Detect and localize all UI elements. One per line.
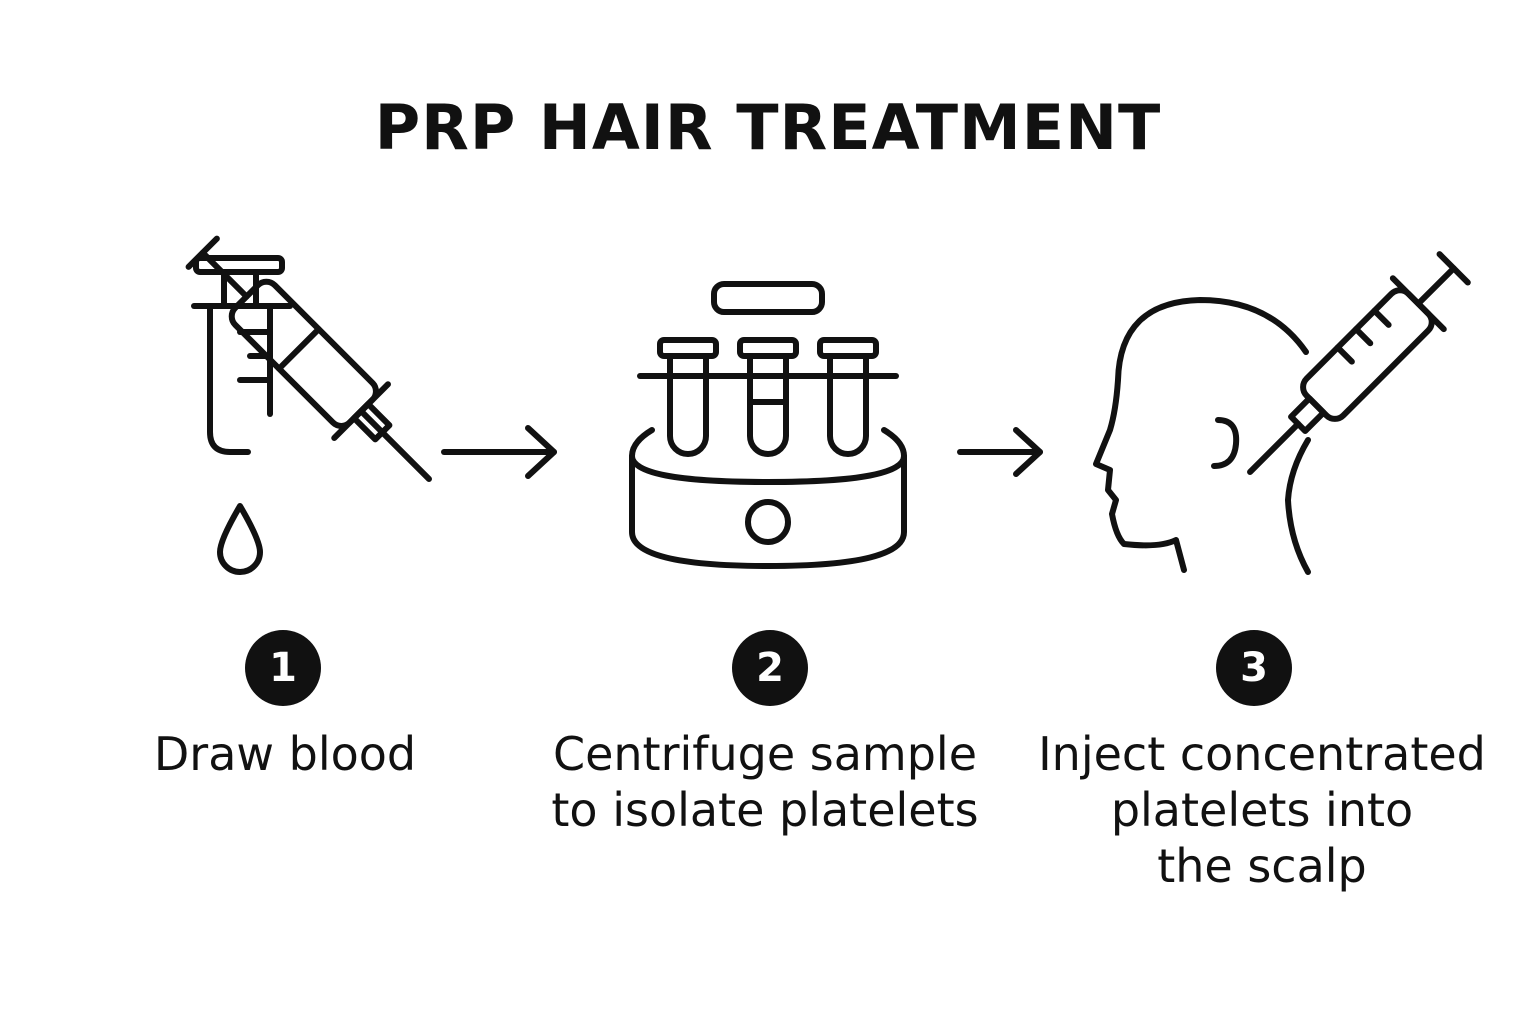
step-number-badge: 1 <box>245 630 321 706</box>
centrifuge-icon <box>629 281 907 569</box>
step-caption: Draw blood <box>153 727 417 781</box>
arrow-right-icon <box>441 425 557 479</box>
head-injection-icon <box>1093 251 1471 575</box>
page-title: PRP HAIR TREATMENT <box>374 91 1162 164</box>
syringe-blood-draw-icon <box>185 235 432 575</box>
step-number-badge: 3 <box>1216 630 1292 706</box>
step-number-badge: 2 <box>732 630 808 706</box>
step-caption: Inject concentrated platelets into the s… <box>1038 727 1486 893</box>
step-caption: Centrifuge sample to isolate platelets <box>551 727 979 837</box>
arrow-right-icon <box>957 427 1043 477</box>
